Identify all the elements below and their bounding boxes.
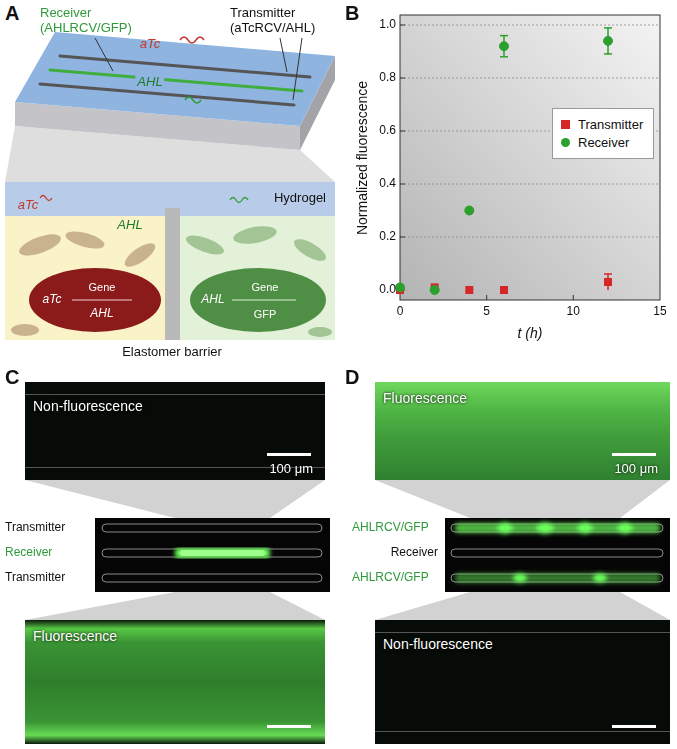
channel — [40, 84, 294, 105]
image-title: Non-fluorescence — [383, 636, 493, 652]
channel-glow — [180, 550, 265, 556]
ahl-molecule — [230, 198, 248, 203]
scale-bar — [612, 453, 656, 456]
zoom-cone — [375, 480, 670, 518]
zoom-cone — [25, 480, 325, 518]
part-label: Transmitter (aTcRCV/AHL) — [230, 6, 338, 36]
zoom-cone — [375, 592, 670, 620]
receiver-region — [180, 216, 335, 340]
molecule-label: aTc — [43, 293, 62, 307]
legend-row: Transmitter — [561, 117, 643, 132]
panel-letter: C — [5, 366, 19, 389]
micrograph: Non-fluorescence — [375, 620, 670, 744]
panel-letter: A — [5, 2, 19, 25]
tick-label: 1.0 — [379, 18, 396, 32]
molecule-label: AHL — [135, 75, 164, 90]
bacteria — [184, 223, 332, 337]
leader-line — [280, 38, 287, 72]
transmitter-cell — [29, 268, 161, 332]
panel-letter: D — [345, 366, 359, 389]
zoom-cone — [25, 592, 325, 620]
tick-label: 5 — [483, 305, 490, 319]
plot-frame — [400, 15, 660, 300]
ahl-molecule — [185, 97, 201, 103]
molecule-label: AHL — [201, 293, 224, 307]
scale-label: 100 μm — [269, 461, 313, 476]
channel-glow — [455, 522, 660, 583]
tick-label: 0.4 — [379, 177, 396, 191]
part-label: Hydrogel — [274, 191, 326, 206]
legend-text: Transmitter — [578, 117, 643, 132]
molecule-label: AHL — [90, 307, 113, 321]
transmitter-points — [396, 274, 612, 294]
tick-label: 10 — [567, 305, 580, 319]
channels — [102, 524, 322, 582]
part-label: Elastomer barrier — [122, 345, 222, 360]
receiver-points — [396, 28, 613, 295]
channel-label: Receiver — [5, 546, 52, 560]
channel-label: AHLRCV/GFP — [352, 521, 429, 535]
gene-label: Gene — [252, 281, 279, 294]
channel-label: Transmitter — [5, 521, 65, 535]
tick-label: 0.6 — [379, 124, 396, 138]
elastomer-barrier — [165, 208, 180, 340]
axis-title: t (h) — [518, 325, 543, 341]
molecule-label: AHL — [117, 218, 142, 233]
tick-label: 0.0 — [379, 283, 396, 297]
image-title: Non-fluorescence — [33, 398, 143, 414]
image-title: Fluorescence — [33, 628, 117, 644]
scale-bar — [267, 453, 311, 456]
gridlines — [400, 25, 660, 237]
image-title: Fluorescence — [383, 390, 467, 406]
scale-bar — [267, 725, 311, 728]
channel-label: AHLRCV/GFP — [352, 571, 429, 585]
legend-text: Receiver — [578, 135, 629, 150]
legend-swatch — [561, 138, 570, 147]
chip-image — [95, 518, 330, 592]
legend-swatch — [561, 120, 570, 129]
ticks — [400, 25, 573, 300]
channel-edge — [375, 632, 670, 633]
legend-box: TransmitterReceiver — [552, 108, 654, 159]
receiver-cell — [190, 268, 326, 332]
legend-row: Receiver — [561, 135, 643, 150]
leader-line — [293, 38, 302, 100]
gene-label: Gene — [89, 281, 116, 294]
tick-label: 0.2 — [379, 230, 396, 244]
hydrogel-top — [15, 32, 335, 126]
tick-label: 0 — [397, 305, 404, 319]
plot-area — [400, 15, 660, 300]
tick-label: 15 — [653, 305, 666, 319]
part-label: Receiver (AHLRCV/GFP) — [40, 6, 158, 36]
atc-molecule — [40, 196, 52, 201]
scale-bar — [612, 725, 656, 728]
dna-strand — [232, 300, 296, 301]
micrograph: Non-fluorescence 100 μm — [25, 382, 325, 480]
chip-image — [445, 518, 670, 592]
channel-edge — [375, 731, 670, 732]
molecule-label: aTc — [18, 198, 38, 213]
channel-label: Receiver — [391, 546, 438, 560]
scale-label: 100 μm — [614, 461, 658, 476]
channel-edge — [25, 394, 325, 395]
gene-label: GFP — [254, 308, 277, 321]
channel-glow — [175, 548, 270, 558]
axis-title: Normalized fluorescence — [354, 81, 370, 235]
channels — [451, 524, 663, 582]
panel-letter: B — [345, 2, 359, 25]
dna-strand — [72, 300, 132, 301]
channel-label: Transmitter — [5, 571, 65, 585]
atc-molecule — [180, 37, 204, 43]
leader-line — [95, 38, 113, 71]
molecule-label: aTc — [140, 37, 160, 52]
transmitter-region — [5, 216, 165, 340]
tick-label: 0.8 — [379, 71, 396, 85]
micrograph: Fluorescence — [25, 620, 325, 744]
micrograph: Fluorescence 100 μm — [375, 382, 670, 480]
